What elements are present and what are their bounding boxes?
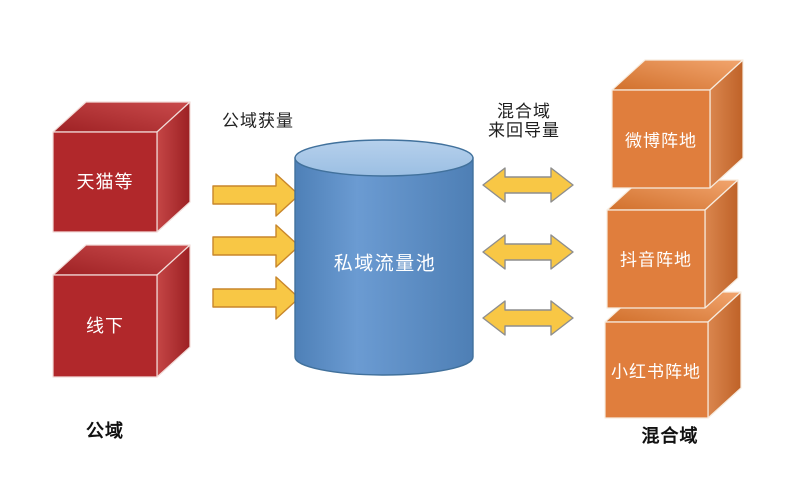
flow-label-exchange-line1: 混合域 xyxy=(497,102,551,121)
cube-weibo xyxy=(611,59,744,189)
arrow-both-icon xyxy=(482,300,574,336)
cube-weibo-label: 微博阵地 xyxy=(625,131,697,151)
arrow-right-icon xyxy=(212,276,300,320)
cube-offline-front xyxy=(52,274,158,378)
cube-weibo-front xyxy=(611,89,711,189)
cube-tmall-front xyxy=(52,131,158,233)
cube-tmall xyxy=(52,101,191,233)
cylinder-top xyxy=(294,139,474,177)
cylinder-private-pool xyxy=(294,139,474,376)
cylinder-label: 私域流量池 xyxy=(333,253,437,275)
flow-label-exchange-line2: 来回导量 xyxy=(488,121,560,140)
cube-xiaohongshu-front xyxy=(604,321,709,419)
cube-tmall-label: 天猫等 xyxy=(76,172,134,192)
arrow-both-icon xyxy=(482,167,574,203)
arrow-right-icon xyxy=(212,224,300,268)
group-label-public-domain: 公域 xyxy=(86,421,124,441)
cube-xiaohongshu xyxy=(604,291,742,419)
inflow-arrows xyxy=(212,173,300,320)
cylinder-body xyxy=(294,157,474,376)
cube-douyin-label: 抖音阵地 xyxy=(620,250,692,270)
flow-label-acquisition: 公域获量 xyxy=(222,111,294,131)
cube-xiaohongshu-label: 小红书阵地 xyxy=(611,362,701,382)
flow-label-exchange: 混合域 来回导量 xyxy=(488,102,560,140)
arrow-both-icon xyxy=(482,234,574,270)
exchange-arrows xyxy=(482,167,574,336)
cube-offline-label: 线下 xyxy=(86,316,124,336)
arrow-right-icon xyxy=(212,173,300,217)
group-label-hybrid-domain: 混合域 xyxy=(641,426,699,446)
cube-offline xyxy=(52,244,191,378)
cube-douyin xyxy=(606,179,739,309)
cube-douyin-front xyxy=(606,209,706,309)
